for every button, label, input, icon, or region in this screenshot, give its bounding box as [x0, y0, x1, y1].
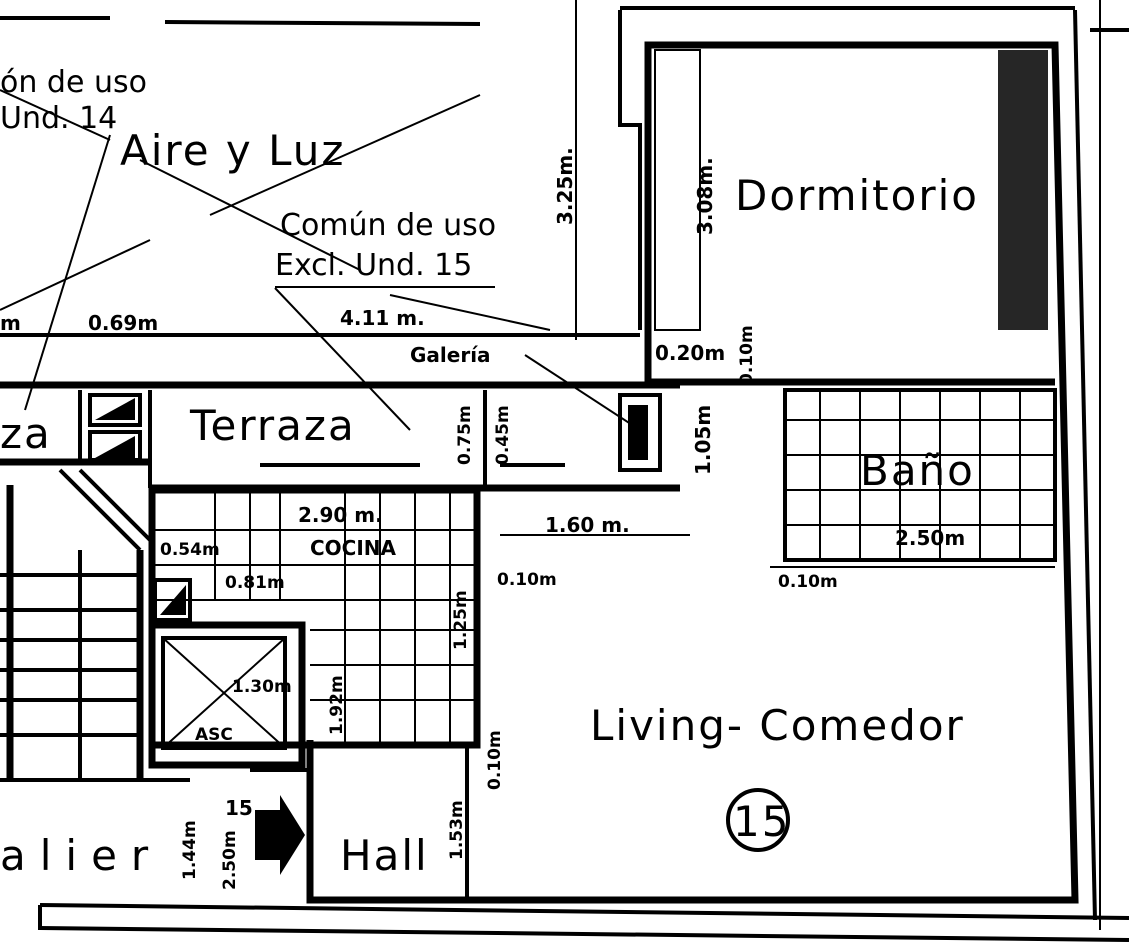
dim-160: 1.60 m.	[545, 513, 630, 537]
dim-081: 0.81m	[225, 573, 285, 593]
dim-153: 1.53m	[447, 800, 467, 860]
dim-411: 4.11 m.	[340, 306, 425, 330]
terraza-label: Terraza	[189, 401, 356, 450]
dormitorio-label: Dormitorio	[735, 171, 979, 220]
dim-125: 1.25m	[451, 590, 471, 650]
living-comedor-label: Living- Comedor	[590, 701, 965, 750]
dim-069: 0.69m	[88, 311, 158, 335]
comun-uso-14-label: ón de uso	[0, 65, 147, 100]
dim-192: 1.92m	[327, 675, 347, 735]
dim-105: 1.05m	[691, 405, 715, 475]
dim-075: 0.75m	[455, 405, 475, 465]
entry-arrow-icon	[255, 795, 305, 875]
excl-und-15-label: Excl. Und. 15	[275, 248, 472, 283]
palier-unit-label: 15	[225, 796, 253, 820]
dim-130: 1.30m	[232, 677, 292, 697]
dim-010-a: 0.10m	[497, 570, 557, 590]
dim-325: 3.25m.	[553, 147, 577, 225]
asc-label: ASC	[195, 725, 233, 745]
dim-010-bano: 0.10m	[778, 572, 838, 592]
palier-label: alier	[0, 831, 162, 880]
terraza-left-label: za	[0, 409, 52, 458]
dim-010-hall: 0.10m	[485, 730, 505, 790]
bano-label: Baño	[860, 446, 975, 495]
bano-tiles	[783, 388, 1057, 562]
elevator	[148, 621, 306, 769]
galeria-label: Galería	[410, 343, 491, 367]
hall-label: Hall	[340, 831, 429, 880]
und-14-label: Und. 14	[0, 101, 117, 136]
cocina-tiles	[148, 486, 481, 749]
dim-m: m	[0, 311, 21, 335]
unit-number-circle	[726, 788, 790, 852]
unit-number: 15	[733, 797, 790, 846]
dim-054: 0.54m	[160, 540, 220, 560]
dim-020: 0.20m	[655, 341, 725, 365]
dim-045: 0.45m	[493, 405, 513, 465]
dim-308: 3.08m.	[693, 157, 717, 235]
aire-luz-label: Aire y Luz	[120, 126, 345, 175]
dim-010-dorm: 0.10m	[737, 325, 757, 385]
labels: ón de uso Und. 14 Aire y Luz Común de us…	[0, 65, 979, 890]
cocina-label: COCINA	[310, 536, 397, 560]
dim-144: 1.44m	[180, 820, 200, 880]
dim-290: 2.90 m.	[298, 503, 383, 527]
dim-250-bano: 2.50m	[895, 526, 965, 550]
dim-250-hall: 2.50m	[220, 830, 240, 890]
comun-uso-15-label: Común de uso	[280, 208, 496, 243]
stairs	[0, 468, 152, 780]
